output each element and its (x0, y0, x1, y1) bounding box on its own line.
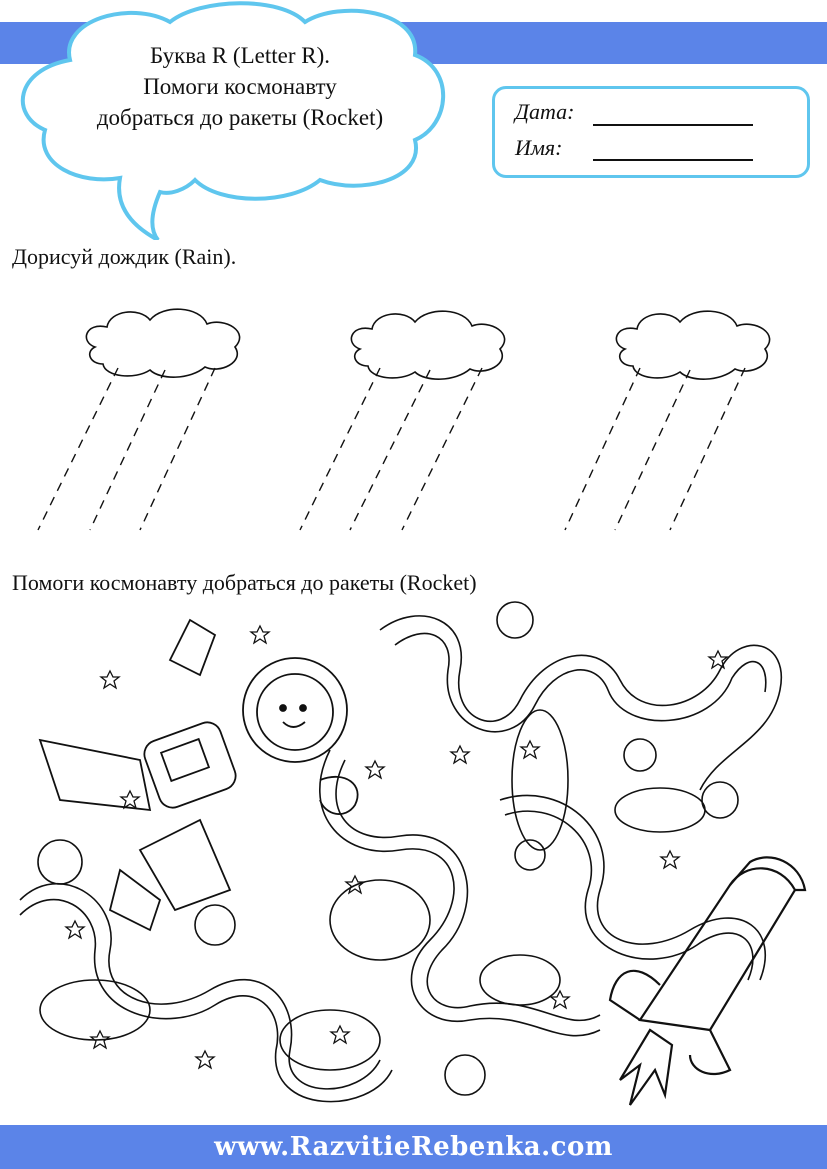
footer-url[interactable]: www.RazvitieRebenka.com (214, 1132, 613, 1162)
astronaut (38, 618, 359, 932)
maze-loop-6 (479, 954, 561, 1006)
thought-bubble (20, 1, 446, 240)
planets (37, 601, 739, 1096)
rocket (608, 856, 807, 1106)
maze-path-3 (319, 749, 601, 1037)
maze-loop-3 (39, 979, 151, 1041)
maze-loop-1 (511, 709, 569, 851)
name-line[interactable] (593, 159, 753, 161)
maze-path-7 (499, 794, 766, 981)
bubble-line-3: добраться до ракеты (Rocket) (96, 105, 384, 130)
maze-loop-4 (614, 787, 706, 833)
maze-heading: Помоги космонавту добраться до ракеты (R… (12, 570, 477, 595)
date-name-box: Дата: Имя: (492, 86, 810, 178)
cloud-1 (37, 308, 241, 531)
space-maze-illustration[interactable] (0, 600, 827, 1120)
cloud-3 (564, 310, 771, 531)
maze-path-2 (394, 632, 767, 733)
maze-path-8 (504, 810, 754, 981)
rain-tracing-area[interactable] (0, 290, 827, 540)
date-line[interactable] (593, 124, 753, 126)
maze-path-6 (19, 898, 393, 1103)
bubble-line-2: Помоги космонавту (143, 74, 337, 99)
maze-path-1 (379, 615, 783, 791)
maze-path-5 (19, 882, 381, 1090)
rain-heading: Дорисуй дождик (Rain). (12, 244, 237, 269)
rain-lines-1 (37, 367, 216, 531)
footer-band: www.RazvitieRebenka.com (0, 1125, 827, 1169)
rain-lines-2 (299, 367, 483, 531)
stars (64, 624, 729, 1070)
date-label: Дата: (515, 99, 575, 124)
maze-loop-5 (279, 1009, 381, 1071)
name-label: Имя: (515, 135, 563, 160)
maze-loop-2 (329, 879, 431, 961)
bubble-line-1: Буква R (Letter R). (150, 43, 330, 68)
rain-lines-3 (564, 367, 746, 531)
cloud-2 (299, 310, 506, 531)
bubble-title: Буква R (Letter R). Помоги космонавту до… (40, 40, 440, 133)
